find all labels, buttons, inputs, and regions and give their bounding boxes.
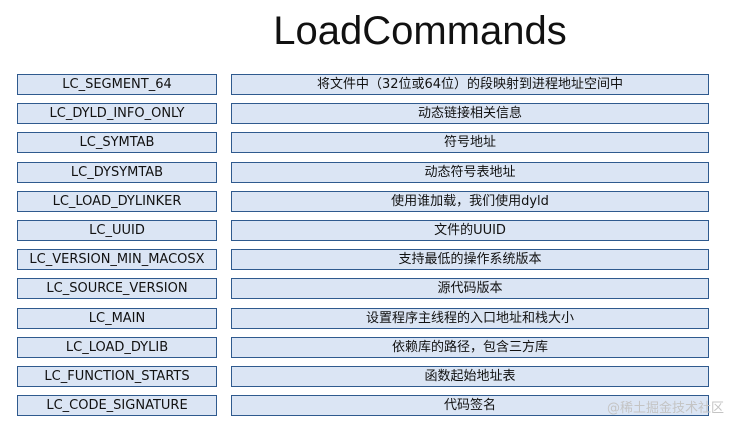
description-cell: 函数起始地址表 bbox=[231, 365, 709, 387]
command-cell: LC_DYSYMTAB bbox=[17, 161, 217, 183]
command-cell: LC_LOAD_DYLINKER bbox=[17, 190, 217, 212]
command-cell: LC_UUID bbox=[17, 219, 217, 241]
command-cell: LC_VERSION_MIN_MACOSX bbox=[17, 249, 217, 271]
command-cell: LC_SEGMENT_64 bbox=[17, 74, 217, 95]
page-title: LoadCommands bbox=[273, 9, 567, 53]
description-cell: 将文件中（32位或64位）的段映射到进程地址空间中 bbox=[231, 74, 709, 95]
description-cell: 源代码版本 bbox=[231, 278, 709, 300]
description-cell: 文件的UUID bbox=[231, 219, 709, 241]
description-cell: 依赖库的路径，包含三方库 bbox=[231, 336, 709, 358]
description-cell: 设置程序主线程的入口地址和栈大小 bbox=[231, 307, 709, 329]
description-cell: 符号地址 bbox=[231, 132, 709, 154]
command-cell: LC_SYMTAB bbox=[17, 132, 217, 154]
command-cell: LC_CODE_SIGNATURE bbox=[17, 395, 217, 417]
command-cell: LC_SOURCE_VERSION bbox=[17, 278, 217, 300]
command-cell: LC_DYLD_INFO_ONLY bbox=[17, 103, 217, 125]
description-cell: 使用谁加载，我们使用dyld bbox=[231, 190, 709, 212]
watermark: @稀土掘金技术社区 bbox=[606, 401, 724, 416]
description-cell: 代码签名 bbox=[231, 395, 709, 417]
command-cell: LC_FUNCTION_STARTS bbox=[17, 365, 217, 387]
command-cell: LC_MAIN bbox=[17, 307, 217, 329]
command-cell: LC_LOAD_DYLIB bbox=[17, 336, 217, 358]
description-cell: 动态链接相关信息 bbox=[231, 103, 709, 125]
description-cell: 支持最低的操作系统版本 bbox=[231, 249, 709, 271]
description-cell: 动态符号表地址 bbox=[231, 161, 709, 183]
